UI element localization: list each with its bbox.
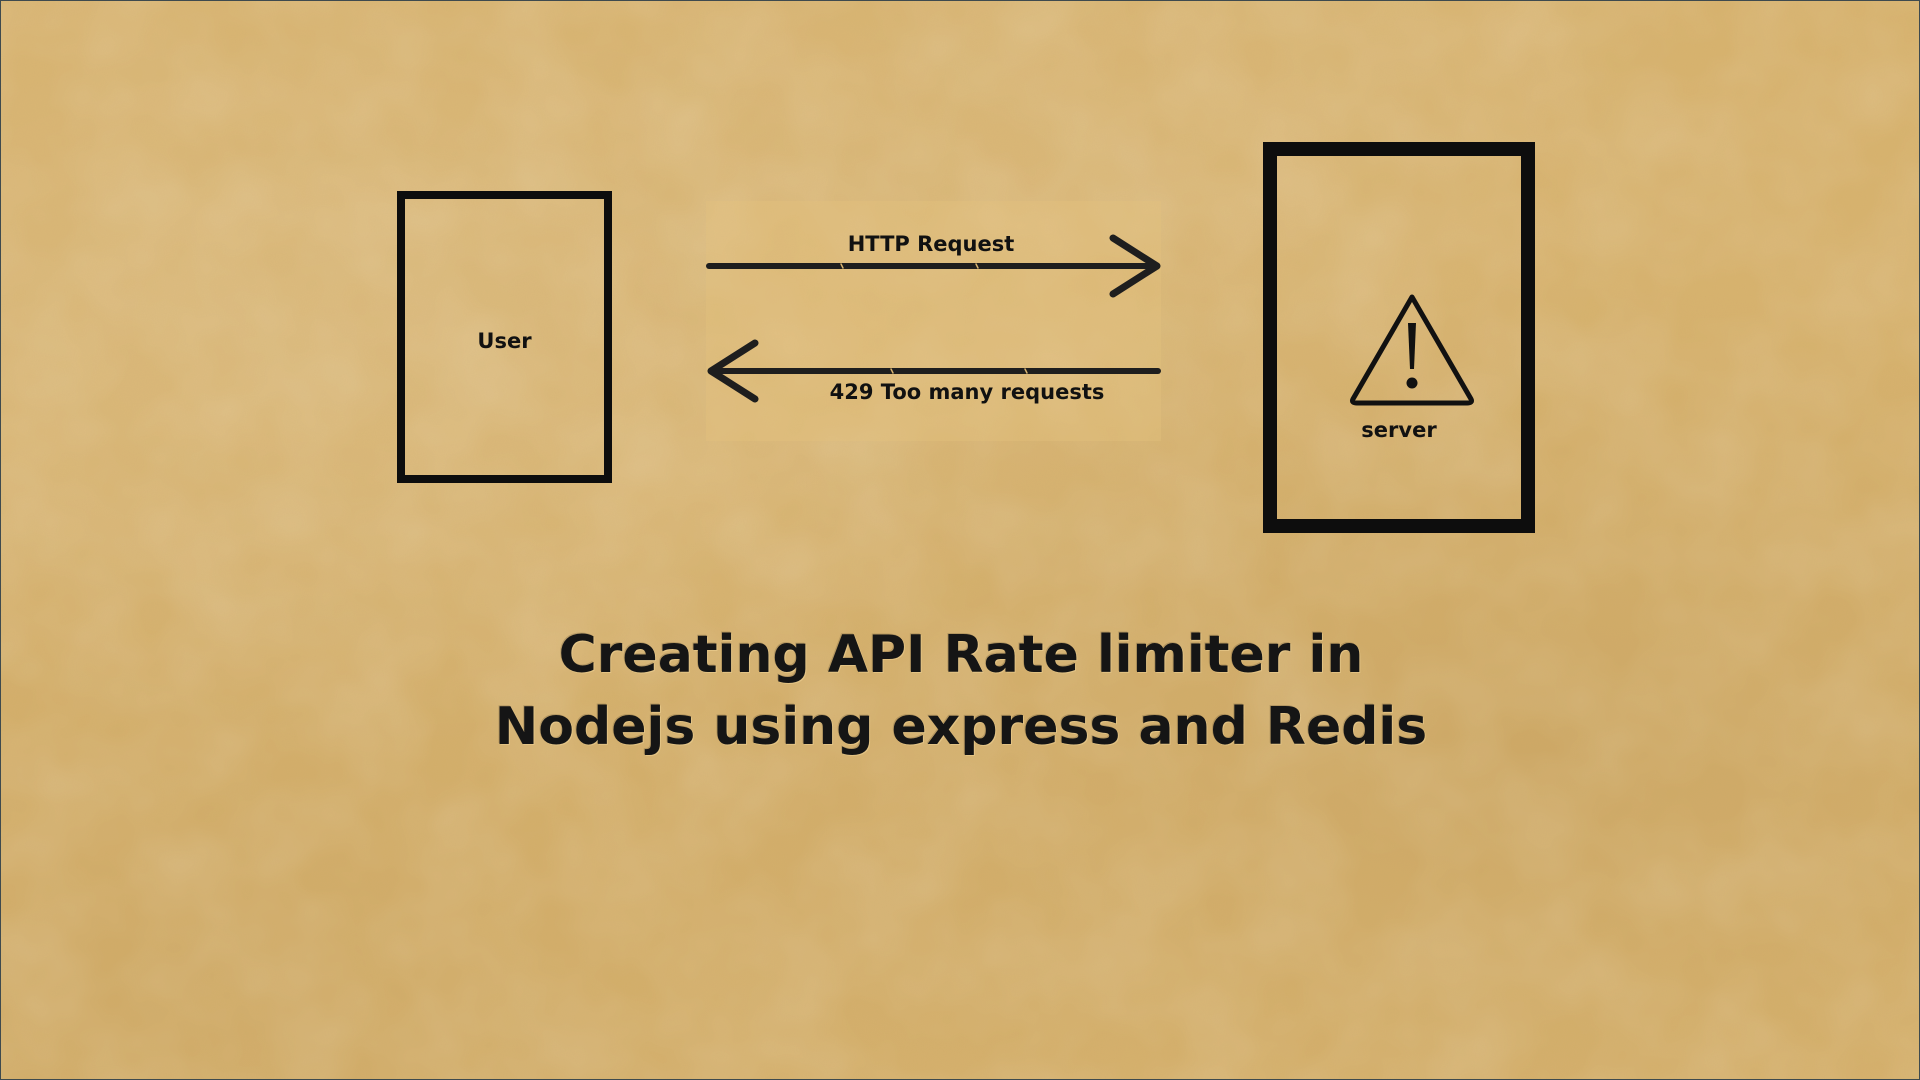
title-line-2: Nodejs using express and Redis [494, 697, 1428, 757]
user-label: User [477, 329, 532, 353]
request-label: HTTP Request [847, 232, 1015, 256]
response-arrow [707, 339, 1161, 403]
response-label: 429 Too many requests [829, 380, 1105, 404]
server-box: server [1263, 142, 1535, 533]
request-arrow [706, 234, 1161, 298]
title: Creating API Rate limiter in Nodejs usin… [311, 619, 1611, 763]
title-line-1: Creating API Rate limiter in [558, 625, 1364, 685]
user-box: User [397, 191, 612, 483]
warning-triangle-icon [1350, 294, 1474, 406]
arrow-panel [706, 201, 1161, 441]
server-label: server [1361, 418, 1437, 442]
